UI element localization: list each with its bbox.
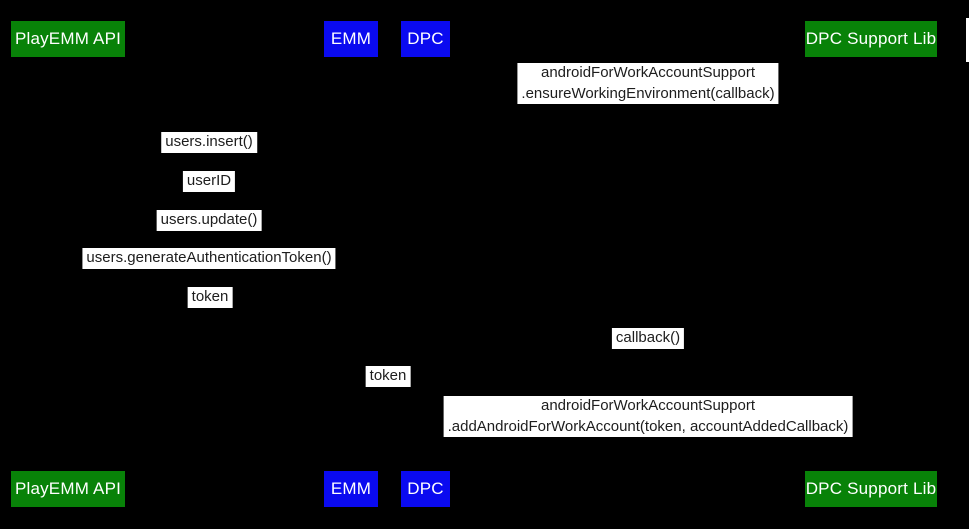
message-users-update: users.update() <box>156 210 262 231</box>
message-generate-authentication-token: users.generateAuthenticationToken() <box>82 248 336 269</box>
message-ensure-working-environment: androidForWorkAccountSupport .ensureWork… <box>517 63 779 104</box>
message-line: token <box>191 288 229 305</box>
message-line: token <box>369 367 407 384</box>
message-line: callback() <box>615 329 681 346</box>
actor-dpc-bottom: DPC <box>401 471 450 507</box>
message-line: users.update() <box>160 211 258 228</box>
actor-dpc-support-lib-top: DPC Support Lib <box>805 21 937 57</box>
message-line: userID <box>186 172 232 189</box>
clipped-edge-box <box>966 18 969 62</box>
actor-dpc-support-lib-bottom: DPC Support Lib <box>805 471 937 507</box>
message-line: androidForWorkAccountSupport <box>541 397 755 414</box>
message-line: users.insert() <box>165 133 253 150</box>
message-token-forward: token <box>365 366 411 387</box>
message-users-insert: users.insert() <box>161 132 257 153</box>
actor-playemm-api-bottom: PlayEMM API <box>11 471 125 507</box>
actor-emm-bottom: EMM <box>324 471 378 507</box>
message-userid: userID <box>182 171 236 192</box>
message-line: .addAndroidForWorkAccount(token, account… <box>447 417 849 435</box>
actor-playemm-api-top: PlayEMM API <box>11 21 125 57</box>
message-line: androidForWorkAccountSupport <box>540 64 755 81</box>
message-line: users.generateAuthenticationToken() <box>86 249 332 266</box>
message-line: .ensureWorkingEnvironment(callback) <box>521 84 775 102</box>
message-token-return: token <box>187 287 233 308</box>
message-add-android-for-work-account: androidForWorkAccountSupport .addAndroid… <box>443 396 853 437</box>
actor-dpc-top: DPC <box>401 21 450 57</box>
actor-emm-top: EMM <box>324 21 378 57</box>
message-callback: callback() <box>611 328 685 349</box>
